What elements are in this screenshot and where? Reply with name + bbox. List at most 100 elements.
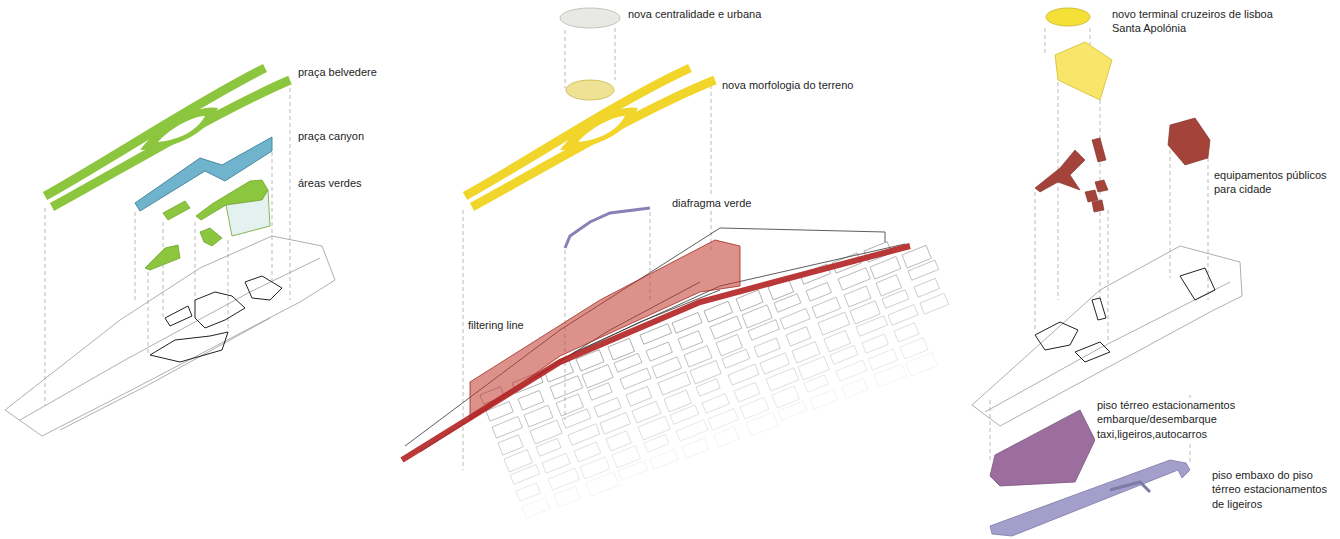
city-block: [818, 312, 850, 335]
plan-outlines: [150, 276, 282, 362]
drawing-part: [45, 208, 46, 405]
city-block: [652, 357, 682, 378]
annotation-label: piso térreo estacionamentos embarque/des…: [1095, 398, 1314, 441]
city-block: [664, 390, 691, 412]
filtering-line-band: [402, 246, 910, 460]
drawing-part: [1085, 190, 1098, 202]
drawing-part: [228, 240, 229, 330]
drawing-part: [245, 276, 282, 300]
leader-lines: [990, 28, 1208, 462]
drawing-part: [1170, 150, 1171, 278]
city-block: [650, 449, 678, 469]
city-block: [760, 353, 790, 374]
drawing-part: [1168, 118, 1210, 165]
city-block: [550, 376, 583, 399]
city-block: [868, 349, 898, 370]
basement-parking: [990, 460, 1190, 536]
overlap-ellipse: [566, 80, 614, 100]
city-block: [710, 316, 742, 339]
drawing-part: [20, 258, 320, 420]
city-block: [510, 465, 540, 485]
annotation-label: diafragma verde: [670, 196, 754, 210]
drawing-part: [1092, 298, 1106, 320]
city-block: [810, 390, 837, 410]
drawing-part: [5, 236, 335, 436]
drawing-part: [711, 78, 712, 250]
annotation-label: filtering line: [466, 318, 526, 332]
drawing-part: [615, 28, 616, 80]
city-block: [536, 438, 561, 456]
annotation-label: praça belvedere: [296, 65, 379, 79]
map-outline: [405, 228, 905, 452]
city-block: [856, 316, 888, 337]
terrain-morphology: [465, 68, 715, 207]
left-panel: [5, 68, 335, 436]
city-block: [580, 457, 610, 479]
city-block: [676, 420, 708, 441]
drawing-part: [985, 282, 1230, 412]
belvedere-loop: [140, 107, 218, 150]
city-block: [672, 313, 702, 334]
drawing-part: [565, 30, 566, 88]
city-block: [696, 379, 720, 397]
city-block: [530, 420, 562, 444]
diafragma-verde-line: [565, 208, 650, 248]
city-block: [734, 382, 760, 402]
city-block: [582, 365, 613, 388]
city-block: [690, 361, 721, 384]
city-block: [626, 386, 652, 406]
city-block: [746, 412, 778, 436]
drawing-part: [1180, 268, 1215, 300]
leader-lines: [45, 88, 290, 405]
drawing-part: [150, 332, 228, 362]
city-block: [862, 334, 888, 353]
city-block: [682, 438, 709, 458]
city-block: [714, 427, 739, 447]
city-block: [888, 305, 918, 326]
drawing-part: [1108, 210, 1109, 340]
city-block: [906, 353, 937, 376]
city-block: [504, 450, 532, 472]
city-block: [908, 260, 939, 280]
drawing-part: [163, 201, 190, 220]
city-block: [658, 372, 691, 395]
city-block: [522, 498, 550, 518]
drawing-part: [465, 68, 690, 196]
city-block: [498, 435, 523, 455]
city-block: [874, 364, 907, 387]
city-block: [742, 305, 772, 328]
drawing-part: [1035, 150, 1085, 192]
city-block: [824, 330, 851, 352]
annotation-label: nova centralidade e urbana: [626, 7, 763, 21]
terrain-loop: [560, 107, 638, 150]
drawing-part: [1100, 100, 1101, 300]
drawing-part: [1208, 158, 1209, 300]
centrality-ellipse: [560, 8, 620, 28]
city-block: [586, 472, 619, 496]
city-block: [588, 383, 612, 401]
annotation-label: nova morfologia do terreno: [720, 78, 855, 92]
city-block: [894, 323, 919, 342]
city-block: [748, 320, 780, 341]
base-plan: [5, 236, 335, 436]
city-block: [612, 446, 640, 468]
city-block: [620, 368, 651, 389]
belvedere-loop-void: [158, 116, 205, 142]
terminal-ellipse: [1046, 8, 1090, 26]
terminal-shape: [1055, 42, 1112, 100]
annotation-label: novo terminal cruzeiros de lisboa Santa …: [1110, 7, 1289, 36]
city-block: [780, 309, 810, 330]
drawing-part: [472, 80, 715, 207]
drawing-part: [1045, 28, 1046, 55]
drawing-part: [148, 272, 149, 355]
city-block: [920, 293, 949, 314]
pale-area: [226, 190, 270, 236]
drawing-part: [60, 318, 270, 430]
middle-panel: [402, 8, 949, 518]
city-block: [838, 268, 870, 290]
city-block: [556, 394, 583, 416]
city-block: [812, 297, 841, 318]
city-block: [870, 257, 901, 280]
